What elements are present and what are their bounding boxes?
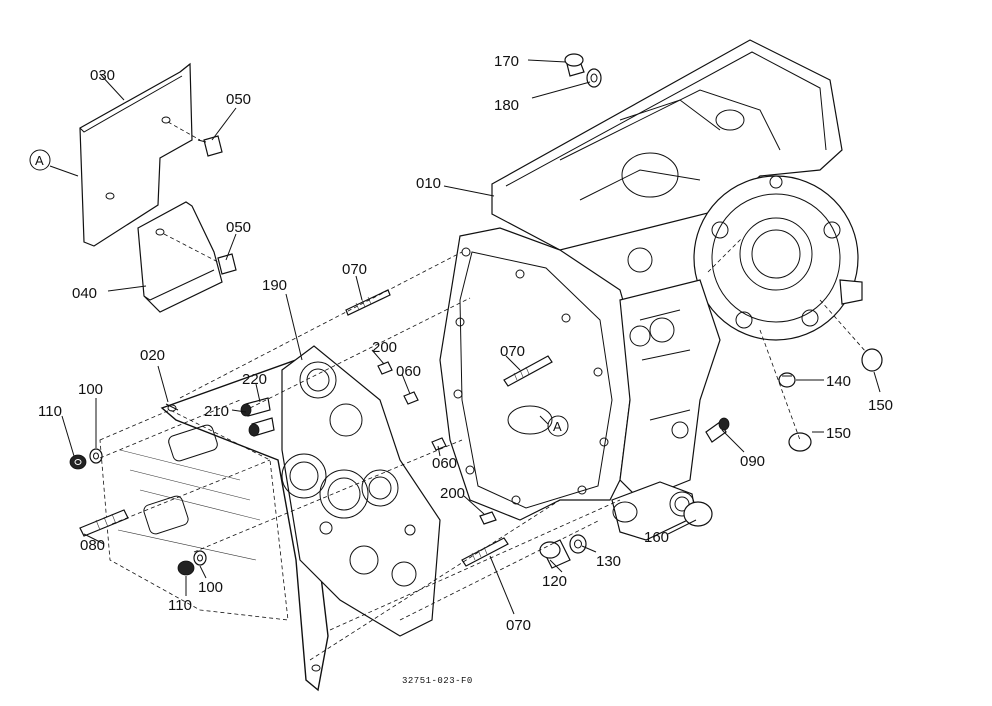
label-190: 190 <box>262 277 287 294</box>
part-070-stud-lower[interactable] <box>461 537 509 567</box>
part-150-cap-upper[interactable] <box>861 348 883 372</box>
label-080: 080 <box>80 537 105 554</box>
part-200-pin-upper[interactable] <box>377 361 393 375</box>
label-070-lower: 070 <box>506 617 531 634</box>
label-050-upper: 050 <box>226 91 251 108</box>
label-130: 130 <box>596 553 621 570</box>
part-200-pin-lower[interactable] <box>479 511 497 525</box>
part-010-transmission-case[interactable] <box>439 39 863 541</box>
label-150-lower: 150 <box>826 425 851 442</box>
label-110-upper: 110 <box>38 403 62 420</box>
label-100-lower: 100 <box>198 579 223 596</box>
label-070-middle: 070 <box>500 343 525 360</box>
part-050-bolt-upper[interactable] <box>167 121 223 157</box>
part-060-pin-upper[interactable] <box>403 391 419 405</box>
label-090: 090 <box>740 453 765 470</box>
label-010: 010 <box>416 175 441 192</box>
callout-labels: 030 050 050 040 010 170 180 070 190 020 … <box>38 53 893 634</box>
label-160: 160 <box>644 529 669 546</box>
label-020: 020 <box>140 347 165 364</box>
part-090-bolt[interactable] <box>705 417 730 443</box>
part-190-bearing-plate[interactable] <box>281 345 441 637</box>
marker-a-left: A <box>29 149 51 171</box>
part-210-bolt[interactable] <box>240 397 271 417</box>
label-200-upper: 200 <box>372 339 397 356</box>
marker-a-left-text: A <box>35 153 44 168</box>
label-030: 030 <box>90 67 115 84</box>
label-040: 040 <box>72 285 97 302</box>
label-100-upper: 100 <box>78 381 103 398</box>
marker-a-center-text: A <box>553 419 562 434</box>
part-030-cover-plate[interactable] <box>79 62 193 247</box>
part-070-stud-middle[interactable] <box>503 355 553 387</box>
label-140: 140 <box>826 373 851 390</box>
marker-a-center: A <box>547 415 569 437</box>
label-220: 220 <box>242 371 267 388</box>
label-170: 170 <box>494 53 519 70</box>
label-060-upper: 060 <box>396 363 421 380</box>
alignment-lines <box>99 237 867 661</box>
label-210: 210 <box>204 403 229 420</box>
label-050-lower: 050 <box>226 219 251 236</box>
part-110-nut-lower[interactable] <box>177 560 195 576</box>
part-140-plug[interactable] <box>778 372 796 388</box>
part-150-cap-lower[interactable] <box>788 432 812 452</box>
part-070-stud-upper[interactable] <box>345 289 391 316</box>
part-170-plug[interactable] <box>564 53 585 77</box>
part-080-bolt[interactable] <box>79 509 129 537</box>
part-100-washer-upper[interactable] <box>89 448 103 464</box>
label-110-lower: 110 <box>168 597 192 614</box>
part-160-plug[interactable] <box>683 501 713 527</box>
label-120: 120 <box>542 573 567 590</box>
part-120-drain-plug[interactable] <box>539 539 571 569</box>
label-070-upper: 070 <box>342 261 367 278</box>
drawing-code: 32751-023-F0 <box>402 676 473 686</box>
label-180: 180 <box>494 97 519 114</box>
label-150-upper: 150 <box>868 397 893 414</box>
part-180-washer[interactable] <box>586 68 602 88</box>
front-housing-outline <box>99 409 289 621</box>
part-040-plate[interactable] <box>137 201 223 313</box>
part-220-bolt[interactable] <box>248 417 275 437</box>
part-130-washer[interactable] <box>569 534 587 554</box>
part-110-nut-upper[interactable] <box>69 454 87 470</box>
part-100-washer-lower[interactable] <box>193 550 207 566</box>
label-200-lower: 200 <box>440 485 465 502</box>
leader-lines <box>49 59 881 615</box>
part-060-pin-lower[interactable] <box>431 437 447 451</box>
label-060-lower: 060 <box>432 455 457 472</box>
